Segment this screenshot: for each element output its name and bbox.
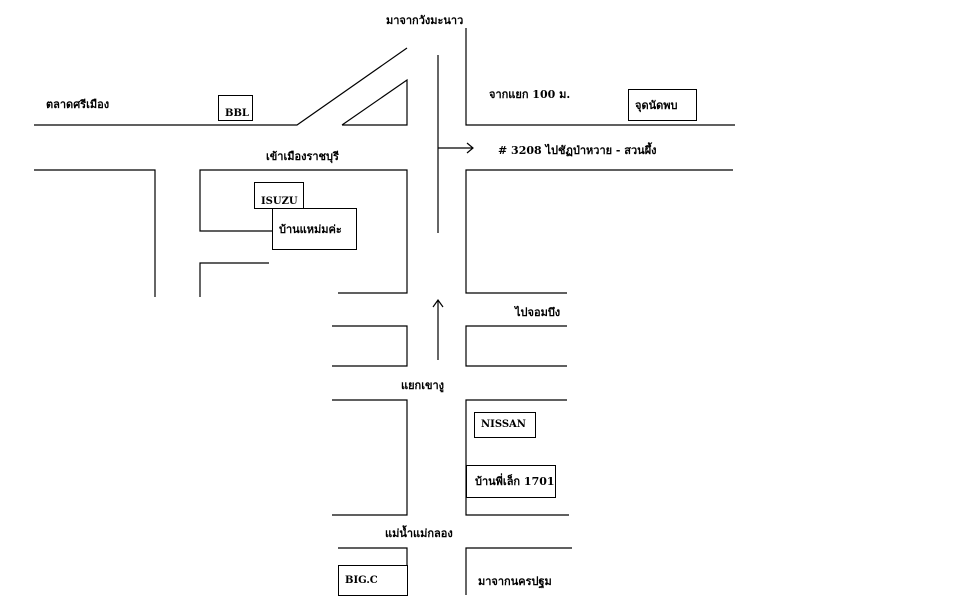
label-from-nakhon-pathom: มาจากนครปฐม [478, 575, 552, 588]
road-edge-block-e2 [465, 325, 567, 367]
road-edge-west-block [34, 169, 156, 297]
landmark-maem-house-label: บ้านแหม่มค่ะ [279, 222, 342, 236]
label-into-ratchaburi: เข้าเมืองราชบุรี [266, 150, 339, 163]
road-edge-isuzu-block [199, 169, 408, 294]
landmark-bbl: BBL [218, 95, 253, 121]
landmark-phi-lek-house-label: บ้านพี่เล็ก 1701 [475, 475, 555, 488]
label-from-junction-100m: จากแยก 100 ม. [489, 88, 571, 101]
label-khao-ngu-junction: แยกเขางู [401, 379, 445, 392]
label-from-wang-manao: มาจากวังมะนาว [386, 14, 464, 27]
road-edge-block-e3 [465, 399, 569, 516]
landmark-meeting-point: จุดนัดพบ [628, 89, 697, 121]
route-arrow-head-north-icon [432, 298, 444, 308]
landmark-big-c-label: BIG.C [345, 574, 378, 586]
landmark-maem-house: บ้านแหม่มค่ะ [272, 208, 357, 250]
label-mae-klong-river: แม่น้ำแม่กลอง [385, 527, 453, 540]
traffic-island [341, 78, 408, 126]
landmark-nissan: NISSAN [474, 412, 536, 438]
label-talad-sri-mueang: ตลาดศรีเมือง [46, 98, 110, 111]
landmark-nissan-label: NISSAN [481, 419, 526, 430]
landmark-isuzu-label: ISUZU [261, 196, 298, 207]
landmark-bbl-label: BBL [225, 108, 249, 119]
landmark-phi-lek-house: บ้านพี่เล็ก 1701 [466, 465, 556, 498]
landmark-meeting-point-label: จุดนัดพบ [635, 98, 678, 112]
landmark-big-c: BIG.C [338, 565, 408, 596]
road-edge-north-west [34, 47, 408, 126]
road-edge-east-block [465, 169, 733, 294]
label-to-chom-bueng: ไปจอมบึง [515, 306, 561, 319]
road-edge-block-w2 [332, 325, 408, 367]
road-edge-north-east [465, 28, 735, 126]
landmark-isuzu: ISUZU [254, 182, 304, 209]
road-edge-block-w3 [332, 399, 408, 516]
road-edge-small-block [199, 262, 269, 297]
road-edge-block-e4 [465, 547, 572, 595]
route-arrow-head-east-icon [466, 142, 474, 154]
label-route-3208: # 3208 ไปชัฏป่าหวาย - สวนผึ้ง [498, 144, 657, 157]
